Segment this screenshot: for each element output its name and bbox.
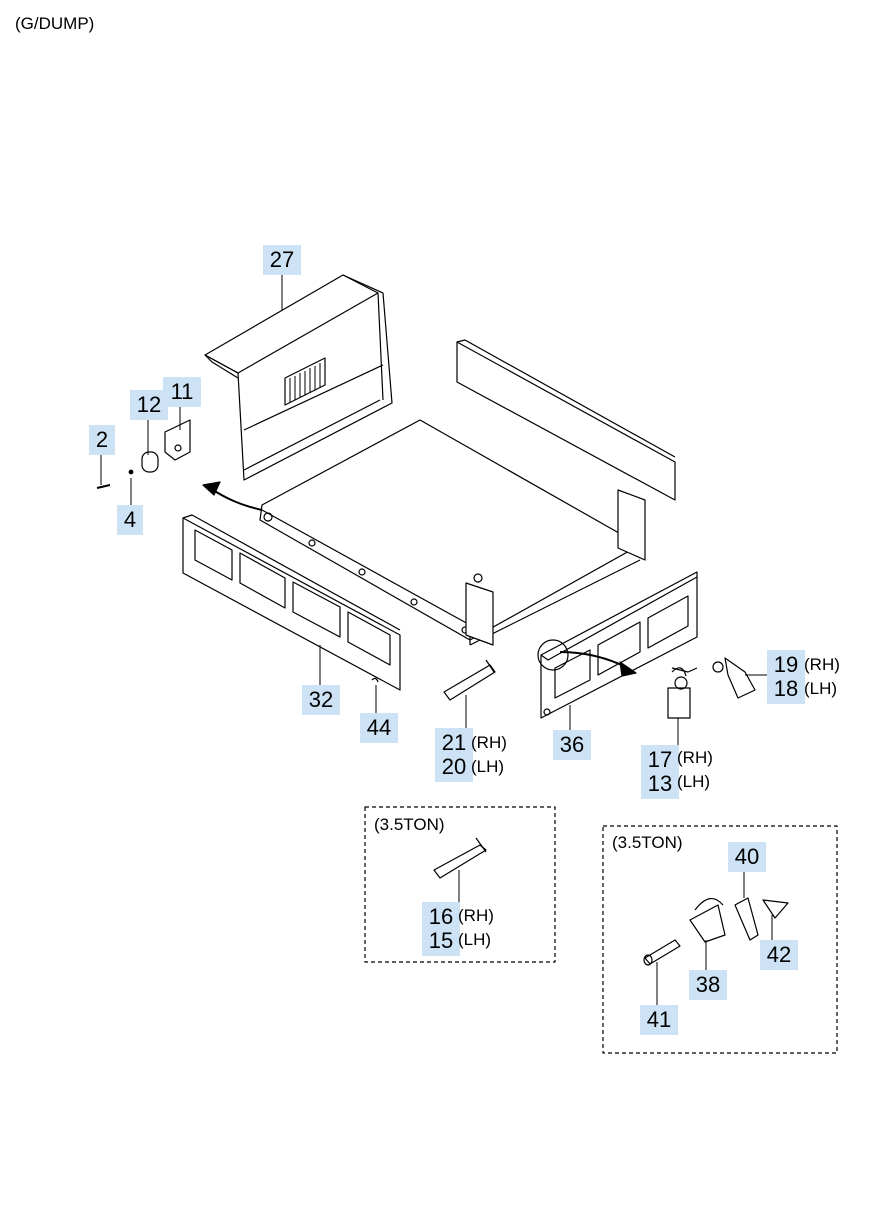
callout-2: 2 <box>89 425 115 455</box>
floor-frame-drawing <box>259 419 641 646</box>
left-tailgate-drawing <box>182 514 401 691</box>
callout-15: 15 <box>422 926 460 956</box>
right-side-panel-drawing <box>456 339 676 501</box>
callout-40: 40 <box>728 842 766 872</box>
option-boxes-drawing <box>364 806 838 1054</box>
side-label-rh: (RH) <box>677 748 713 767</box>
diagram-title: (G/DUMP) <box>15 14 95 33</box>
callout-12: 12 <box>130 390 168 420</box>
side-label-rh: (RH) <box>458 906 494 925</box>
callout-36: 36 <box>553 730 591 760</box>
side-label-lh: (LH) <box>458 930 492 949</box>
callout-4: 4 <box>117 505 143 535</box>
option-box-title-left: (3.5TON) <box>374 815 445 834</box>
callout-42: 42 <box>760 940 798 970</box>
callout-32: 32 <box>302 685 340 715</box>
callout-27: 27 <box>263 245 301 275</box>
front-panel-drawing <box>204 274 393 481</box>
small-parts-drawing <box>96 419 756 719</box>
leader-lines <box>100 275 773 1005</box>
option-parts-drawing <box>433 837 789 966</box>
side-label-lh: (LH) <box>677 772 711 791</box>
side-label-rh: (RH) <box>804 655 840 674</box>
rear-post-drawing <box>465 489 646 646</box>
callout-41: 41 <box>640 1005 678 1035</box>
callout-44: 44 <box>360 713 398 743</box>
arrows-drawing <box>202 481 637 677</box>
callout-38: 38 <box>689 970 727 1000</box>
callout-18: 18 <box>767 674 805 704</box>
callout-13: 13 <box>641 769 679 799</box>
side-label-rh: (RH) <box>471 733 507 752</box>
side-label-lh: (LH) <box>804 679 838 698</box>
callout-20: 20 <box>435 752 473 782</box>
right-tailgate-drawing <box>537 571 698 719</box>
option-box-title-right: (3.5TON) <box>612 833 683 852</box>
callout-11: 11 <box>163 377 201 407</box>
side-label-lh: (LH) <box>471 757 505 776</box>
